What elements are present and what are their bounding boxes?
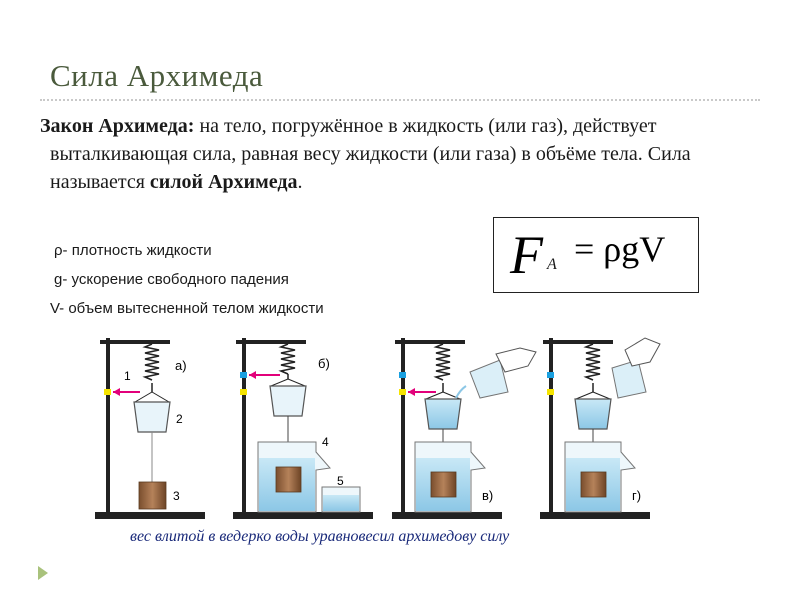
formula-box: F A = ρgV [493, 217, 699, 293]
panel-b: б) 4 5 [233, 338, 373, 519]
legend-g: g- ускорение свободного падения [54, 271, 289, 288]
formula-force: F [510, 225, 543, 285]
law-text-1: на тело, погружённое в жидкость (или газ… [50, 115, 691, 193]
law-text-2: . [297, 171, 303, 193]
legend-v: V- объем вытесненной телом жидкости [50, 300, 324, 317]
label-a: а) [175, 358, 187, 373]
label-5: 5 [337, 474, 344, 488]
label-2: 2 [176, 412, 183, 426]
panel-d: г) [540, 337, 661, 519]
figure-caption: вес влитой в ведерко воды уравновесил ар… [130, 528, 510, 545]
next-slide-arrow-icon[interactable] [38, 566, 48, 580]
label-d: г) [632, 488, 641, 503]
label-c: в) [482, 488, 493, 503]
label-3: 3 [173, 489, 180, 503]
law-statement: Закон Архимеда: на тело, погружённое в ж… [34, 112, 764, 196]
law-term-2: силой Архимеда [149, 171, 298, 193]
formula-subscript: A [547, 256, 557, 273]
panel-a: а) 1 2 3 [95, 338, 205, 519]
panel-c: в) [392, 338, 537, 519]
slide-title: Сила Архимеда [50, 58, 264, 93]
label-1: 1 [124, 369, 131, 383]
legend-rho: ρ- плотность жидкости [54, 242, 212, 259]
label-b: б) [318, 356, 330, 371]
law-term: Закон Архимеда: [40, 115, 195, 137]
label-4: 4 [322, 435, 329, 449]
formula-rhs: = ρgV [574, 229, 666, 269]
title-divider [40, 99, 760, 101]
